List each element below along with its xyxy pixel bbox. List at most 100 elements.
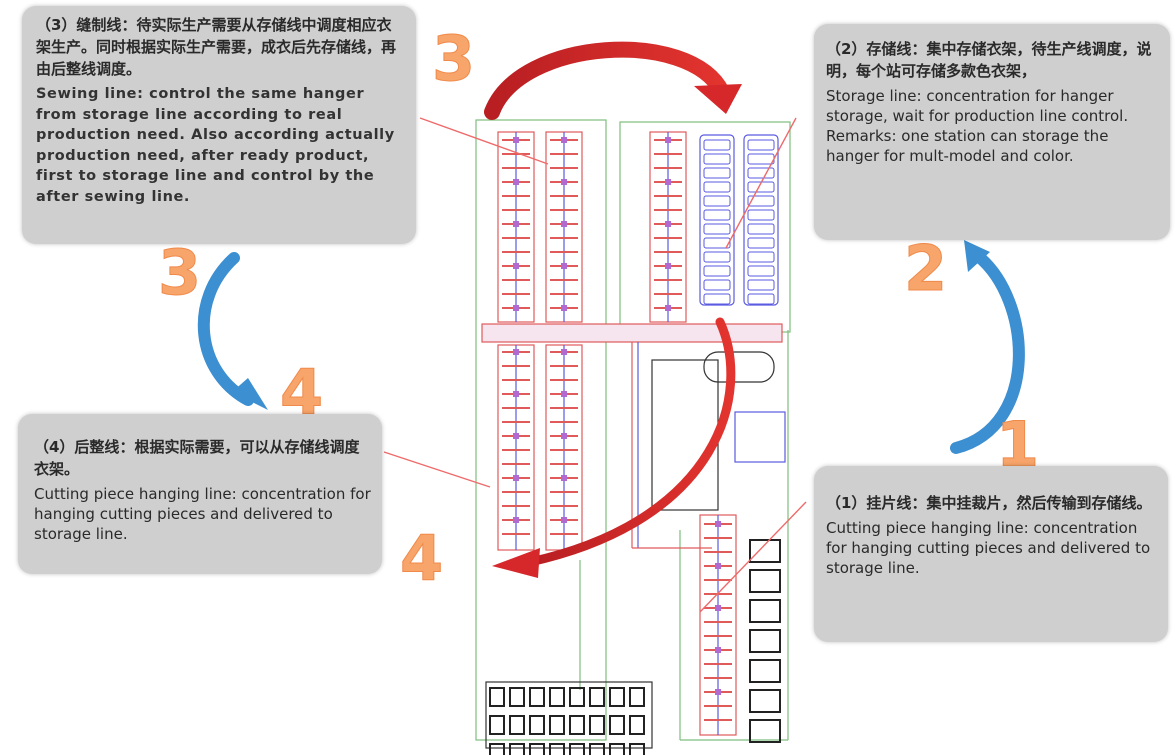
step-number-1: 1 [995, 408, 1040, 481]
pointer-lines [383, 117, 807, 613]
station-marker [715, 521, 721, 527]
station-marker [513, 517, 519, 523]
red-arrow-4 [492, 317, 736, 578]
machine-block [749, 539, 781, 563]
station-marker [561, 305, 567, 311]
storage-cell [703, 279, 731, 291]
station-marker [513, 475, 519, 481]
storage-racks [699, 134, 779, 306]
station-marker [561, 517, 567, 523]
machine-block [749, 629, 781, 653]
machine-block [749, 599, 781, 623]
station-marker [513, 391, 519, 397]
station-marker [715, 647, 721, 653]
machine-block [589, 743, 605, 755]
machine-block [529, 743, 545, 755]
station-marker [665, 179, 671, 185]
storage-cell [747, 237, 775, 249]
station-marker [561, 263, 567, 269]
station-marker [715, 563, 721, 569]
storage-cell [703, 265, 731, 277]
callout-hanging-line: （1）挂片线：集中挂裁片，然后传输到存储线。 Cutting piece han… [814, 466, 1168, 642]
machine-block [629, 743, 645, 755]
storage-cell [703, 237, 731, 249]
storage-cell [703, 139, 731, 151]
machine-block [489, 715, 505, 735]
storage-cell [703, 167, 731, 179]
machine-block [589, 715, 605, 735]
machine-block [589, 687, 605, 707]
sewing-line-zh: （3）缝制线：待实际生产需要从存储线中调度相应衣架生产。同时根据实际生产需要，成… [36, 16, 397, 78]
storage-cell [747, 265, 775, 277]
machine-block [509, 743, 525, 755]
machine-block [529, 715, 545, 735]
storage-cell [747, 279, 775, 291]
finishing-line-zh: （4）后整线：根据实际需要，可以从存储线调度衣架。 [34, 438, 360, 478]
machine-block [569, 743, 585, 755]
station-marker [513, 263, 519, 269]
storage-cell [703, 223, 731, 235]
machine-block [509, 715, 525, 735]
step-number-4-left: 4 [279, 356, 324, 429]
callout-sewing-line: （3）缝制线：待实际生产需要从存储线中调度相应衣架生产。同时根据实际生产需要，成… [22, 6, 416, 244]
station-marker [561, 179, 567, 185]
storage-cell [747, 195, 775, 207]
machine-block [569, 687, 585, 707]
station-marker [665, 263, 671, 269]
storage-line-zh: （2）存储线：集中存储衣架，待生产线调度，说明，每个站可存储多款色衣架， [826, 40, 1152, 80]
station-marker [561, 475, 567, 481]
layout-plan [475, 119, 791, 749]
station-marker [561, 349, 567, 355]
station-marker [715, 689, 721, 695]
finishing-line-en: Cutting piece hanging line: concentratio… [34, 485, 371, 543]
station-marker [513, 305, 519, 311]
step-number-3-left: 3 [157, 236, 202, 309]
storage-cell [747, 209, 775, 221]
blue-arrow-1-to-2 [950, 240, 1025, 454]
sewing-line-en: Sewing line: control the same hanger fro… [36, 86, 395, 205]
left-frame [475, 119, 607, 741]
machine-block [609, 687, 625, 707]
hanging-line-en: Cutting piece hanging line: concentratio… [826, 519, 1151, 577]
machine-block [609, 715, 625, 735]
station-marker [665, 137, 671, 143]
station-marker [513, 179, 519, 185]
machine-block [549, 715, 565, 735]
machine-block [569, 715, 585, 735]
storage-cell [703, 181, 731, 193]
machine-block [489, 687, 505, 707]
storage-cell [703, 209, 731, 221]
machine-block [489, 743, 505, 755]
storage-line-en: Storage line: concentration for hanger s… [826, 87, 1129, 165]
station-marker [665, 305, 671, 311]
machine-block [629, 715, 645, 735]
station-marker [561, 221, 567, 227]
storage-cell [747, 293, 775, 305]
machine-block [749, 659, 781, 683]
station-marker [513, 221, 519, 227]
callout-finishing-line: （4）后整线：根据实际需要，可以从存储线调度衣架。 Cutting piece … [18, 414, 382, 574]
blue-arrow-3-to-4 [197, 252, 268, 410]
storage-cell [703, 153, 731, 165]
storage-cell [747, 251, 775, 263]
station-marker [715, 605, 721, 611]
step-number-3-top: 3 [431, 22, 476, 95]
storage-cell [703, 293, 731, 305]
hanging-line-zh: （1）挂片线：集中挂裁片，然后传输到存储线。 [826, 494, 1152, 512]
main-conveyor [481, 323, 783, 343]
station-marker [513, 349, 519, 355]
storage-cell [703, 195, 731, 207]
storage-cell [747, 167, 775, 179]
storage-cell [703, 251, 731, 263]
machine-block [509, 687, 525, 707]
machine-block [749, 689, 781, 713]
step-number-4-bottom: 4 [399, 522, 444, 595]
machine-block [629, 687, 645, 707]
station-marker [561, 433, 567, 439]
machine-block [549, 687, 565, 707]
storage-cell [747, 223, 775, 235]
machine-block [609, 743, 625, 755]
station-marker [513, 137, 519, 143]
red-arrow-3 [484, 41, 742, 120]
station-marker [665, 221, 671, 227]
